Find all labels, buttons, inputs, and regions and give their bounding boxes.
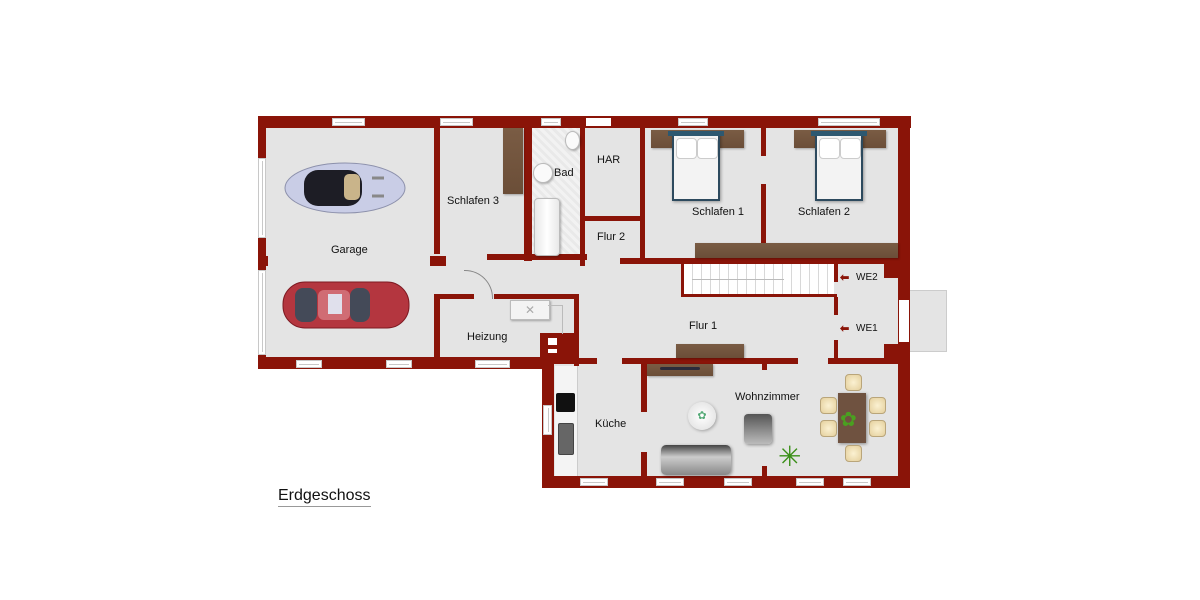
plant-icon: ✳ xyxy=(778,441,802,472)
chair xyxy=(820,420,837,437)
bed-icon xyxy=(811,131,867,201)
wall-pillar xyxy=(884,262,900,278)
heater-icon: ✕ xyxy=(510,300,550,320)
window xyxy=(541,118,561,126)
sink-icon xyxy=(533,163,553,183)
wall-flur1-wohn-b xyxy=(828,358,910,364)
floor-title: Erdgeschoss xyxy=(278,487,371,507)
sink-icon xyxy=(558,423,574,455)
wall-vestibule xyxy=(834,264,838,282)
wall-schlafen3-south xyxy=(487,254,587,260)
wall-schlafen1-schlafen2 xyxy=(761,116,766,156)
wall-heizung-east xyxy=(574,294,579,366)
toilet-icon xyxy=(565,131,580,150)
wall-stairs-west xyxy=(681,264,684,297)
wall-bedrooms-south xyxy=(620,258,910,264)
chimney-box xyxy=(548,349,557,353)
wall-heizung-north xyxy=(434,294,474,299)
wall-stub xyxy=(430,256,446,266)
window xyxy=(543,405,552,435)
bed-icon xyxy=(668,131,724,201)
plant-icon: ✿ xyxy=(840,409,857,431)
window xyxy=(656,478,684,486)
car-convertible-icon xyxy=(284,162,406,214)
balcony-door[interactable] xyxy=(899,300,909,342)
window xyxy=(678,118,708,126)
window xyxy=(796,478,824,486)
window xyxy=(440,118,473,126)
heater-pipe xyxy=(548,305,563,334)
wall-vestibule-c xyxy=(834,340,838,360)
chair xyxy=(869,420,886,437)
floor-balcony xyxy=(905,290,947,352)
wall-garage-heizung xyxy=(434,295,440,365)
entrance-arrow-icon: ⬅ xyxy=(840,272,850,284)
window xyxy=(386,360,412,368)
wall-kueche-wohn-b xyxy=(641,452,647,482)
wall-stub xyxy=(762,362,767,370)
coffee-table-icon: ✿ xyxy=(688,402,716,430)
window xyxy=(296,360,322,368)
kitchen-counter xyxy=(555,366,578,476)
tv-board xyxy=(647,364,713,376)
wall-garage-schlafen3 xyxy=(434,116,440,254)
room-label-bad: Bad xyxy=(554,167,574,179)
dining-table-icon xyxy=(838,393,866,443)
wall-vestibule-b xyxy=(834,297,838,315)
entrance-label-we2: WE2 xyxy=(856,272,878,283)
wall-stub xyxy=(258,256,268,266)
window xyxy=(258,270,266,355)
chair xyxy=(845,374,862,391)
entrance-arrow-icon: ⬅ xyxy=(840,323,850,335)
window xyxy=(580,478,608,486)
wall-stairs-south xyxy=(681,294,837,297)
wall-heizung-north-b xyxy=(494,294,578,299)
room-label-flur1: Flur 1 xyxy=(689,320,718,332)
wall-stub xyxy=(762,466,767,478)
wall-har-south xyxy=(583,216,643,221)
room-label-flur2: Flur 2 xyxy=(597,231,626,243)
wardrobe-bedrooms xyxy=(695,243,898,258)
wall-schlafen3-bad xyxy=(524,116,532,261)
stove-icon xyxy=(556,393,575,412)
opening xyxy=(586,118,611,126)
wall-kueche-wohn xyxy=(641,364,647,412)
sideboard-flur1 xyxy=(676,344,744,358)
wardrobe-schlafen3 xyxy=(503,128,523,194)
chimney-box xyxy=(548,338,557,345)
wall-flur1-wohn xyxy=(622,358,798,364)
window xyxy=(843,478,871,486)
tv-icon xyxy=(660,367,700,370)
chair xyxy=(869,397,886,414)
sofa-icon xyxy=(661,445,731,475)
wall-har-schlafen1 xyxy=(640,116,645,264)
bathtub-icon xyxy=(534,198,560,256)
window xyxy=(475,360,510,368)
room-label-schlafen3: Schlafen 3 xyxy=(447,195,499,207)
chair xyxy=(820,397,837,414)
wall-flur1-south xyxy=(542,358,597,364)
chair xyxy=(845,445,862,462)
window xyxy=(818,118,880,126)
wall-west xyxy=(258,116,266,369)
window xyxy=(258,158,266,238)
room-label-garage: Garage xyxy=(331,244,368,256)
room-label-wohnzimmer: Wohnzimmer xyxy=(735,391,800,403)
wall-pillar xyxy=(884,344,900,360)
car-sedan-icon xyxy=(282,281,410,329)
armchair-icon xyxy=(744,414,772,444)
room-label-schlafen2: Schlafen 2 xyxy=(798,206,850,218)
wall-chimney xyxy=(540,333,578,359)
wall-bad-har xyxy=(580,116,585,266)
room-label-schlafen1: Schlafen 1 xyxy=(692,206,744,218)
room-label-heizung: Heizung xyxy=(467,331,508,343)
room-label-kueche: Küche xyxy=(595,418,627,430)
window xyxy=(724,478,752,486)
room-label-har: HAR xyxy=(597,154,621,166)
wall-schlafen1-schlafen2-b xyxy=(761,184,766,262)
stairs-direction xyxy=(692,279,784,280)
window xyxy=(332,118,365,126)
entrance-label-we1: WE1 xyxy=(856,323,878,334)
